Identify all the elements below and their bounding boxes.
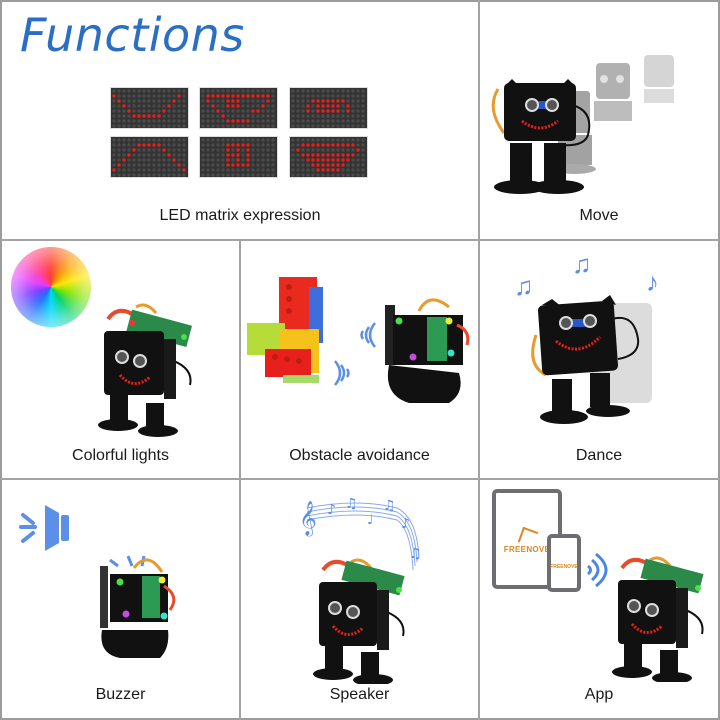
caption-dance: Dance xyxy=(575,447,623,464)
signal-waves-icon xyxy=(334,360,350,386)
music-note-icon: ♫ xyxy=(572,249,592,279)
page-title: Functions xyxy=(20,8,245,62)
led-matrix-frown xyxy=(110,136,189,178)
svg-text:♪: ♪ xyxy=(327,502,336,518)
speaker-sound-icon xyxy=(19,505,69,551)
svg-text:♫: ♫ xyxy=(345,496,358,512)
svg-text:♪: ♪ xyxy=(401,516,410,532)
svg-text:𝄞: 𝄞 xyxy=(299,501,317,537)
led-matrix-flat-mouth xyxy=(289,87,368,129)
caption-move: Move xyxy=(579,207,619,224)
robot-dancing-image xyxy=(531,295,652,424)
robot-buzzer-image xyxy=(100,555,176,658)
robot-app-image xyxy=(612,556,704,682)
caption-led-matrix: LED matrix expression xyxy=(159,207,321,224)
music-note-icon: ♫ xyxy=(514,271,534,301)
cell-colorful-lights: Colorful lights xyxy=(2,241,239,478)
music-staff-icon: 𝄞 ♪ ♫ ♩ ♫ ♪ ♫ xyxy=(299,496,422,571)
building-blocks-image xyxy=(247,277,323,383)
color-wheel-icon xyxy=(11,247,91,327)
robot-walking-image xyxy=(491,55,674,194)
phone-icon: FREENOVE xyxy=(547,534,581,592)
caption-speaker: Speaker xyxy=(329,686,390,703)
caption-obstacle-avoidance: Obstacle avoidance xyxy=(289,447,430,464)
brand-logo: FREENOVE xyxy=(550,564,578,570)
caption-colorful-lights: Colorful lights xyxy=(72,447,169,464)
cell-led-matrix: Functions LED matrix expression xyxy=(2,2,478,239)
cell-app: FREENOVE FREENOVE App xyxy=(480,480,718,718)
svg-text:♫: ♫ xyxy=(409,546,422,562)
svg-text:♩: ♩ xyxy=(367,512,374,528)
caption-app: App xyxy=(584,686,614,703)
led-matrix-o-mouth xyxy=(199,136,278,178)
caption-buzzer: Buzzer xyxy=(95,686,146,703)
led-matrix-open-grin xyxy=(289,136,368,178)
grid-divider xyxy=(0,239,720,241)
robot-top-view-image xyxy=(385,298,470,403)
cell-move: Move xyxy=(480,2,718,239)
led-matrix-smile-v xyxy=(110,87,189,129)
cell-speaker: 𝄞 ♪ ♫ ♩ ♫ ♪ ♫ Speaker xyxy=(241,480,478,718)
cell-buzzer: Buzzer xyxy=(2,480,239,718)
grid-divider xyxy=(0,478,720,480)
led-matrix-big-grin xyxy=(199,87,278,129)
wifi-signal-icon xyxy=(586,552,608,588)
robot-speaker-image xyxy=(313,558,405,684)
cell-obstacle-avoidance: Obstacle avoidance xyxy=(241,241,478,478)
brand-logo: FREENOVE xyxy=(503,545,551,554)
grid-divider xyxy=(478,0,480,720)
grid-divider xyxy=(239,240,241,720)
music-note-icon: ♪ xyxy=(646,267,659,297)
robot-lights-image xyxy=(98,303,193,437)
svg-text:♫: ♫ xyxy=(383,498,396,514)
cell-dance: ♫ ♫ ♪ Dance xyxy=(480,241,718,478)
signal-waves-icon xyxy=(360,322,376,348)
